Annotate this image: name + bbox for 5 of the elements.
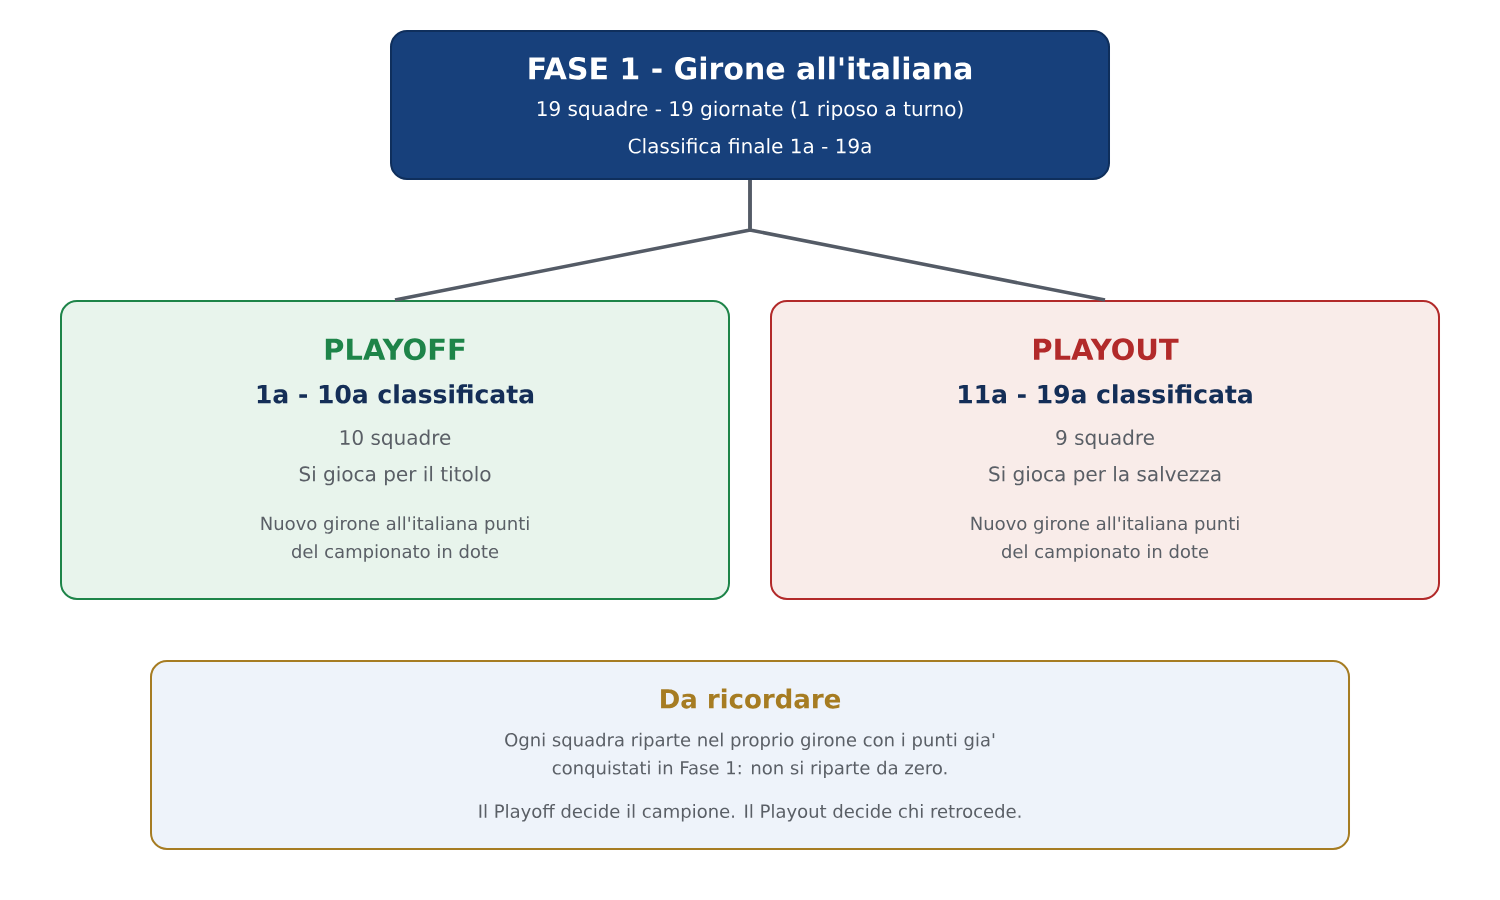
playoff-box: PLAYOFF 1a - 10a classificata 10 squadre Si gioca per il titolo Nuovo girone all'italiana punti del campionato in dote	[60, 300, 730, 600]
note-box: Da ricordare Ogni squadra riparte nel proprio girone con i punti gia' conquistati in Fase 1: non si riparte da zero. Il Playoff decide il campione. Il Playout decide chi retrocede.	[150, 660, 1350, 850]
phase-box: FASE 1 - Girone all'italiana 19 squadre - 19 giornate (1 riposo a turno) Classifica finale 1a - 19a	[390, 30, 1110, 180]
playout-box: PLAYOUT 11a - 19a classificata 9 squadre Si gioca per la salvezza Nuovo girone all'italiana punti del campionato in dote	[770, 300, 1440, 600]
connector-line	[748, 180, 1106, 302]
